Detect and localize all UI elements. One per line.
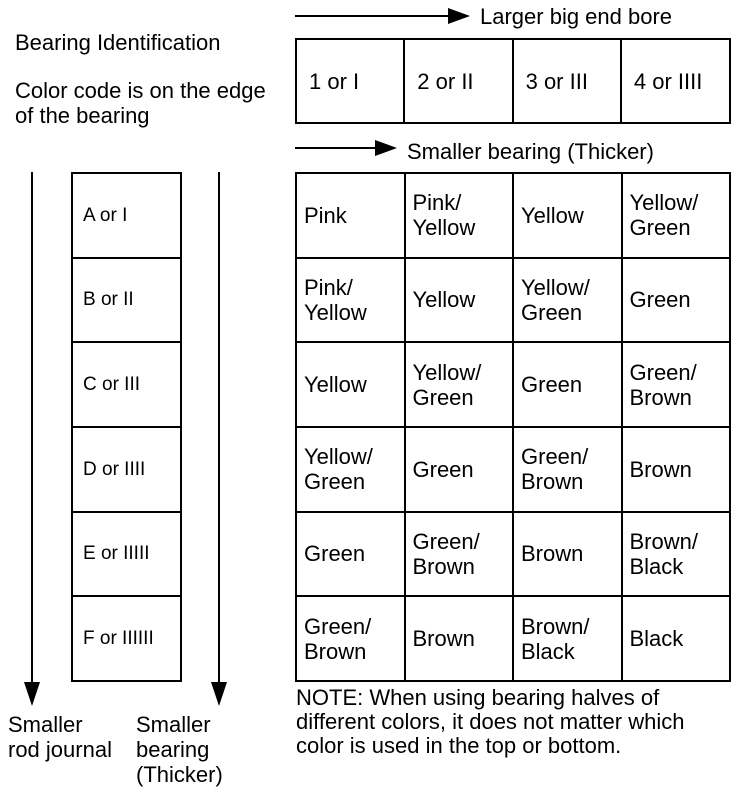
color-cell: Green xyxy=(512,341,623,428)
journal-row-a: A or I xyxy=(71,172,182,259)
color-cell: Green/ Brown xyxy=(403,510,514,598)
color-cell: Yellow xyxy=(512,172,623,259)
color-cell: Pink xyxy=(295,172,406,259)
journal-row-f: F or IIIIII xyxy=(71,595,182,682)
color-cell: Brown xyxy=(512,510,623,598)
color-cell: Pink/ Yellow xyxy=(403,172,514,259)
table-row: Yellow Yellow/ Green Green Green/ Brown xyxy=(295,341,731,428)
smaller-bearing-down-arrow-icon xyxy=(211,172,227,706)
bore-column-4: 4 or IIII xyxy=(619,38,732,124)
color-cell: Green xyxy=(620,256,731,344)
color-cell: Green/ Brown xyxy=(512,425,623,513)
color-cell: Yellow xyxy=(403,256,514,344)
journal-size-table: A or I B or II C or III D or IIII E or I… xyxy=(71,172,182,682)
journal-row-c: C or III xyxy=(71,341,182,428)
color-cell: Green/ Brown xyxy=(295,595,406,682)
color-cell: Brown/ Black xyxy=(512,595,623,682)
bore-column-2: 2 or II xyxy=(403,38,514,124)
smaller-journal-down-arrow-icon xyxy=(24,172,40,706)
bore-column-3: 3 or III xyxy=(511,38,622,124)
color-cell: Green/ Brown xyxy=(620,341,731,428)
smaller-bearing-thicker-label: Smaller bearing (Thicker) xyxy=(136,712,223,787)
color-cell: Yellow/ Green xyxy=(620,172,731,259)
journal-row-d: D or IIII xyxy=(71,425,182,513)
larger-bore-arrow-icon xyxy=(295,8,470,24)
table-row: Green/ Brown Brown Brown/ Black Black xyxy=(295,595,731,682)
journal-row-e: E or IIIII xyxy=(71,510,182,598)
color-cell: Green xyxy=(403,425,514,513)
table-row: Green Green/ Brown Brown Brown/ Black xyxy=(295,510,731,598)
table-row: Pink/ Yellow Yellow Yellow/ Green Green xyxy=(295,256,731,344)
larger-bore-label: Larger big end bore xyxy=(480,4,673,29)
table-row: Pink Pink/ Yellow Yellow Yellow/ Green xyxy=(295,172,731,259)
bore-size-table: 1 or I 2 or II 3 or III 4 or IIII xyxy=(294,38,732,124)
color-cell: Yellow xyxy=(295,341,406,428)
bore-column-1: 1 or I xyxy=(294,38,406,124)
bearing-color-grid: Pink Pink/ Yellow Yellow Yellow/ Green P… xyxy=(295,172,731,682)
smaller-rod-journal-label: Smaller rod journal xyxy=(8,712,112,762)
color-cell: Black xyxy=(620,595,731,682)
color-cell: Brown/ Black xyxy=(620,510,731,598)
smaller-bearing-arrow-icon xyxy=(295,140,397,156)
color-cell: Green xyxy=(295,510,406,598)
diagram-title: Bearing Identification xyxy=(15,30,221,55)
color-cell: Yellow/ Green xyxy=(512,256,623,344)
color-cell: Yellow/ Green xyxy=(295,425,406,513)
table-row: Yellow/ Green Green Green/ Brown Brown xyxy=(295,425,731,513)
note-text: NOTE: When using bearing halves of diffe… xyxy=(296,685,685,758)
color-cell: Pink/ Yellow xyxy=(295,256,406,344)
smaller-bearing-label: Smaller bearing (Thicker) xyxy=(407,139,654,164)
color-cell: Yellow/ Green xyxy=(403,341,514,428)
diagram-subtitle: Color code is on the edge of the bearing xyxy=(15,78,266,128)
color-cell: Brown xyxy=(403,595,514,682)
journal-row-b: B or II xyxy=(71,256,182,344)
color-cell: Brown xyxy=(620,425,731,513)
